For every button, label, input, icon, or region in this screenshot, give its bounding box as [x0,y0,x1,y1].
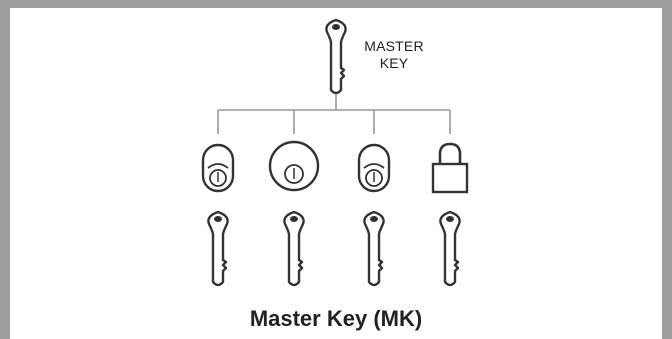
key-hierarchy-lines [217,94,451,134]
master-key-icon [325,18,347,95]
key-icon [283,210,305,287]
knob-lock-icon [268,140,320,192]
key-icon [439,210,461,287]
key-icon [207,210,229,287]
padlock-icon [431,142,469,194]
master-key-label-line2: KEY [379,55,409,71]
key-icon [363,210,385,287]
lever-lock-icon [201,143,235,193]
master-key-label-line1: MASTER [364,38,424,54]
diagram-caption: Master Key (MK) [249,306,423,331]
master-key-label: MASTER KEY [349,38,439,72]
lever-lock-icon [357,143,391,193]
